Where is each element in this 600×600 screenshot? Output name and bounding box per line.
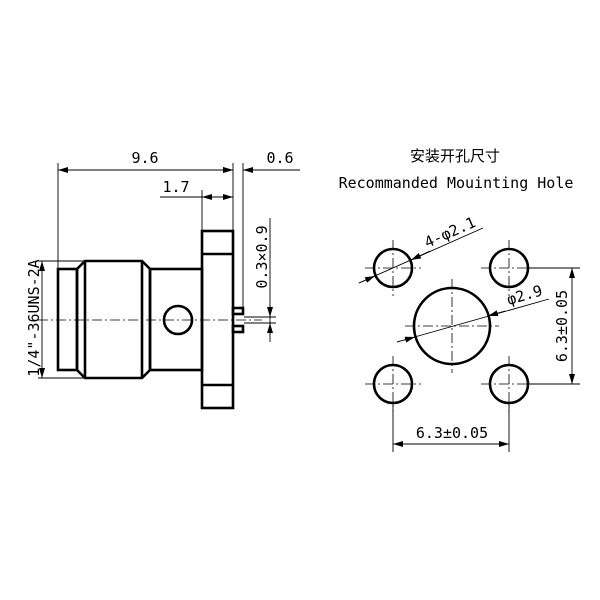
dim-length-label: 9.6 — [131, 149, 158, 167]
thread-spec-label: 1/4"-36UNS-2A — [25, 259, 43, 376]
connector-side-view: 9.6 0.6 1.7 0.3×0.9 — [25, 149, 300, 410]
pin-bottom — [231, 324, 245, 334]
dim-vertical-label: 6.3±0.05 — [553, 290, 571, 362]
small-holes — [365, 240, 537, 412]
rear-body — [148, 267, 204, 372]
dim-pin-offset-label: 0.6 — [266, 149, 293, 167]
dim-flange-label: 1.7 — [162, 178, 189, 196]
dim-pin-size-label: 0.3×0.9 — [253, 225, 271, 288]
small-hole-label: 4-φ2.1 — [422, 213, 479, 251]
mounting-hole-view: 安装开孔尺寸 Recommanded Mouinting Hole 4-φ2.1… — [339, 147, 580, 452]
front-sleeve — [56, 267, 79, 372]
coupling-nut — [75, 259, 152, 380]
pin-top — [231, 306, 245, 316]
flange — [200, 229, 235, 410]
title-en: Recommanded Mouinting Hole — [339, 174, 574, 192]
title-cn: 安装开孔尺寸 — [410, 147, 500, 165]
dim-horizontal-label: 6.3±0.05 — [416, 424, 488, 442]
